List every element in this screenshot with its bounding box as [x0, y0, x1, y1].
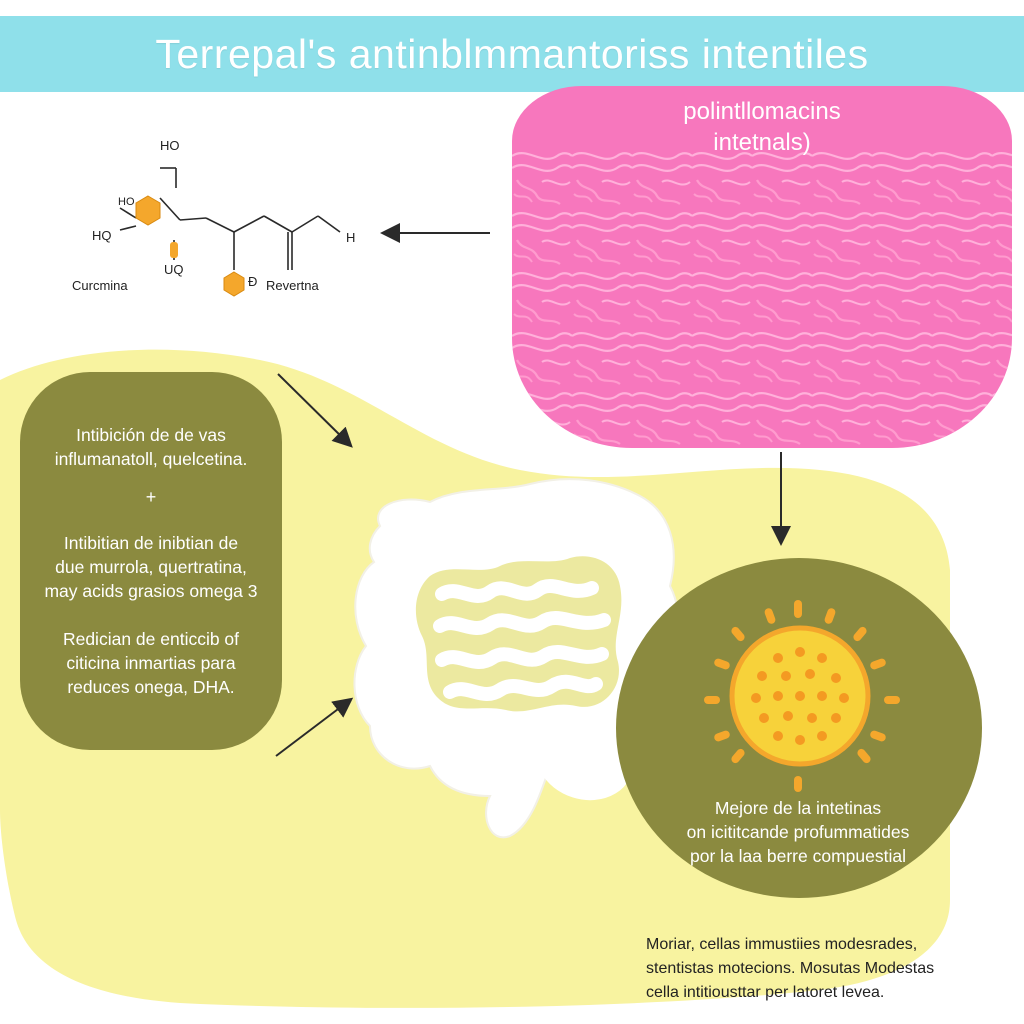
molecule-diagram — [119, 167, 341, 297]
label-d: Ð — [248, 274, 258, 289]
plus-sign: + — [145, 487, 157, 507]
bond-marker-icon — [170, 242, 178, 258]
cell-caption: Mejore de la intetinas on icititcande pr… — [686, 798, 910, 866]
label-revertna: Revertna — [266, 278, 319, 293]
label-ho-top: HO — [160, 138, 180, 153]
title-banner: Terrepal's antinblmmantoriss intentiles — [0, 16, 1024, 92]
label-uq: UQ — [164, 262, 184, 277]
tissue-panel-title: polintllomacins intetnals) — [683, 98, 841, 156]
mechanism-box: Intibición de de vas influmanatoll, quel… — [20, 372, 282, 750]
cell-illustration — [704, 600, 900, 792]
inflamed-tissue-panel: polintllomacins intetnals) — [512, 86, 1012, 448]
footer-note: Moriar, cellas immustiies modesrades, st… — [646, 936, 935, 1001]
page-title: Terrepal's antinblmmantoriss intentiles — [155, 30, 869, 77]
hexagon-ring-small-icon — [223, 271, 245, 297]
mechanism-text-1: Intibición de de vas influmanatoll, quel… — [54, 425, 248, 469]
mechanism-text-3: Redician de enticcib of citicina inmarti… — [62, 629, 240, 697]
intestine-illustration — [353, 478, 681, 839]
hexagon-ring-icon — [135, 195, 161, 226]
label-h: H — [346, 230, 356, 245]
mechanism-text-2: Intibitian de inibtian de due murrola, q… — [44, 533, 258, 601]
label-ho-upper: HO — [118, 196, 135, 208]
label-ho-lower: HQ — [92, 228, 112, 243]
label-curcumina: Curcmina — [72, 278, 128, 293]
tissue-texture — [512, 148, 1012, 448]
